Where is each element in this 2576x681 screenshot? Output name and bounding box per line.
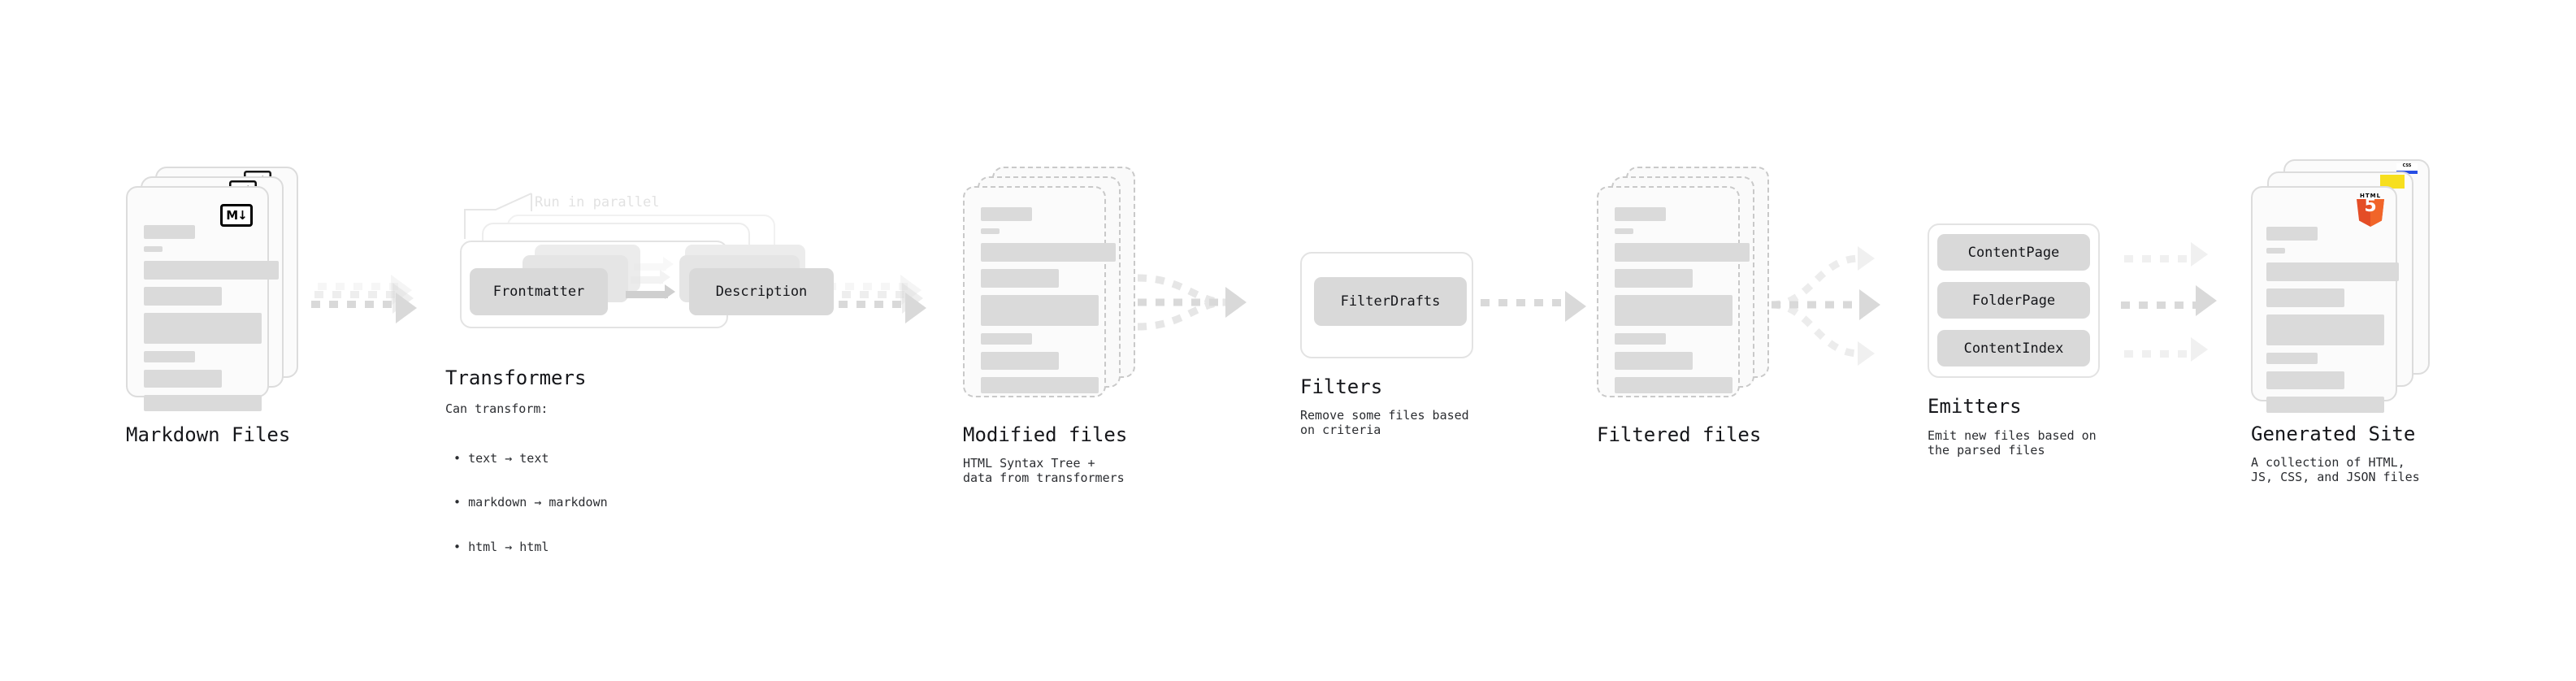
content-bar	[981, 228, 1000, 234]
content-bar	[1615, 207, 1666, 221]
connector-emitters-to-site	[2121, 236, 2267, 374]
run-in-parallel-label: Run in parallel	[535, 194, 660, 210]
content-bar	[144, 351, 195, 362]
html5-icon: HTML 5	[2357, 193, 2384, 227]
content-bar	[981, 269, 1059, 288]
content-bar	[2266, 371, 2344, 389]
content-bar	[2266, 314, 2384, 345]
content-bar	[2266, 227, 2318, 241]
filters-description: Remove some files based on criteria	[1300, 408, 1469, 437]
content-bar	[144, 246, 163, 252]
content-bar	[981, 352, 1059, 370]
inner-arrow-back-1	[631, 270, 679, 284]
content-bar	[981, 295, 1099, 326]
file-content-lines	[1615, 207, 1750, 401]
connector-transformers-to-modified	[821, 275, 943, 333]
stage-title-filtered-files: Filtered files	[1597, 423, 1762, 446]
transformer-chip-description[interactable]: Description	[689, 268, 834, 315]
bullet-item: • text → text	[453, 450, 549, 466]
stage-markdown-files: M↓ M↓ M↓ Markdown Files	[126, 167, 298, 446]
stage-title-markdown-files: Markdown Files	[126, 423, 291, 446]
connector-filters-to-filtered	[1481, 289, 1611, 322]
filter-chip-filterdrafts[interactable]: FilterDrafts	[1314, 277, 1467, 326]
content-bar	[1615, 295, 1733, 326]
generated-site-file-stack: CSS HTML 5	[2251, 159, 2430, 413]
content-bar	[981, 243, 1116, 262]
content-bar	[1615, 333, 1666, 345]
content-bar	[981, 333, 1032, 345]
js-icon	[2380, 175, 2405, 189]
content-bar	[144, 370, 222, 388]
file-content-lines	[2266, 227, 2399, 420]
content-bar	[1615, 352, 1693, 370]
stage-title-filters: Filters	[1300, 375, 1383, 398]
content-bar	[981, 377, 1099, 393]
transformers-description: Can transform:	[445, 401, 549, 416]
connector-filtered-to-emitters	[1772, 236, 1926, 374]
markdown-icon: M↓	[220, 204, 253, 227]
stage-title-generated-site: Generated Site	[2251, 423, 2416, 445]
content-bar	[2266, 397, 2384, 413]
inner-arrow-back-2	[634, 257, 683, 271]
content-bar	[1615, 377, 1733, 393]
emitters-description: Emit new files based on the parsed files	[1928, 428, 2097, 458]
content-bar	[144, 395, 262, 411]
file-content-lines	[981, 207, 1116, 401]
content-bar	[1615, 243, 1750, 262]
markdown-file-stack: M↓ M↓ M↓	[126, 167, 298, 411]
content-bar	[1615, 228, 1633, 234]
modified-files-description: HTML Syntax Tree + data from transformer…	[963, 456, 1125, 485]
transformer-chip-frontmatter[interactable]: Frontmatter	[470, 268, 608, 315]
stage-modified-files: Modified files HTML Syntax Tree + data f…	[963, 167, 1135, 485]
stage-generated-site: CSS HTML 5 Generated Site A collection o…	[2251, 159, 2430, 484]
filtered-file-stack	[1597, 167, 1769, 406]
content-bar	[2266, 353, 2318, 364]
stage-title-transformers: Transformers	[445, 367, 587, 389]
emitter-chip-contentpage[interactable]: ContentPage	[1937, 234, 2090, 271]
content-bar	[1615, 269, 1693, 288]
html5-icon-label: HTML	[2359, 193, 2382, 199]
emitter-chip-contentindex[interactable]: ContentIndex	[1937, 330, 2090, 367]
emitter-chip-folderpage[interactable]: FolderPage	[1937, 282, 2090, 319]
content-bar	[144, 225, 195, 239]
parallel-leader-line	[464, 193, 532, 239]
modified-file-stack	[963, 167, 1135, 406]
connector-markdown-to-transformers	[311, 275, 433, 333]
bullet-item: • html → html	[453, 540, 549, 555]
transformers-bullet-list: • text → text • markdown → markdown • ht…	[453, 421, 608, 584]
stage-title-emitters: Emitters	[1928, 395, 2022, 418]
content-bar	[2266, 248, 2285, 254]
content-bar	[2266, 288, 2344, 307]
content-bar	[144, 313, 262, 344]
generated-site-description: A collection of HTML, JS, CSS, and JSON …	[2251, 455, 2420, 484]
stage-title-modified-files: Modified files	[963, 423, 1128, 446]
bullet-item: • markdown → markdown	[453, 495, 608, 510]
stage-filtered-files: Filtered files	[1597, 167, 1769, 446]
inner-arrow-front	[626, 284, 683, 299]
connector-modified-to-filters	[1138, 260, 1284, 349]
content-bar	[144, 287, 222, 306]
content-bar	[981, 207, 1032, 221]
content-bar	[2266, 262, 2399, 281]
html5-icon-number: 5	[2364, 196, 2377, 216]
content-bar	[144, 261, 279, 280]
file-content-lines	[144, 225, 279, 419]
